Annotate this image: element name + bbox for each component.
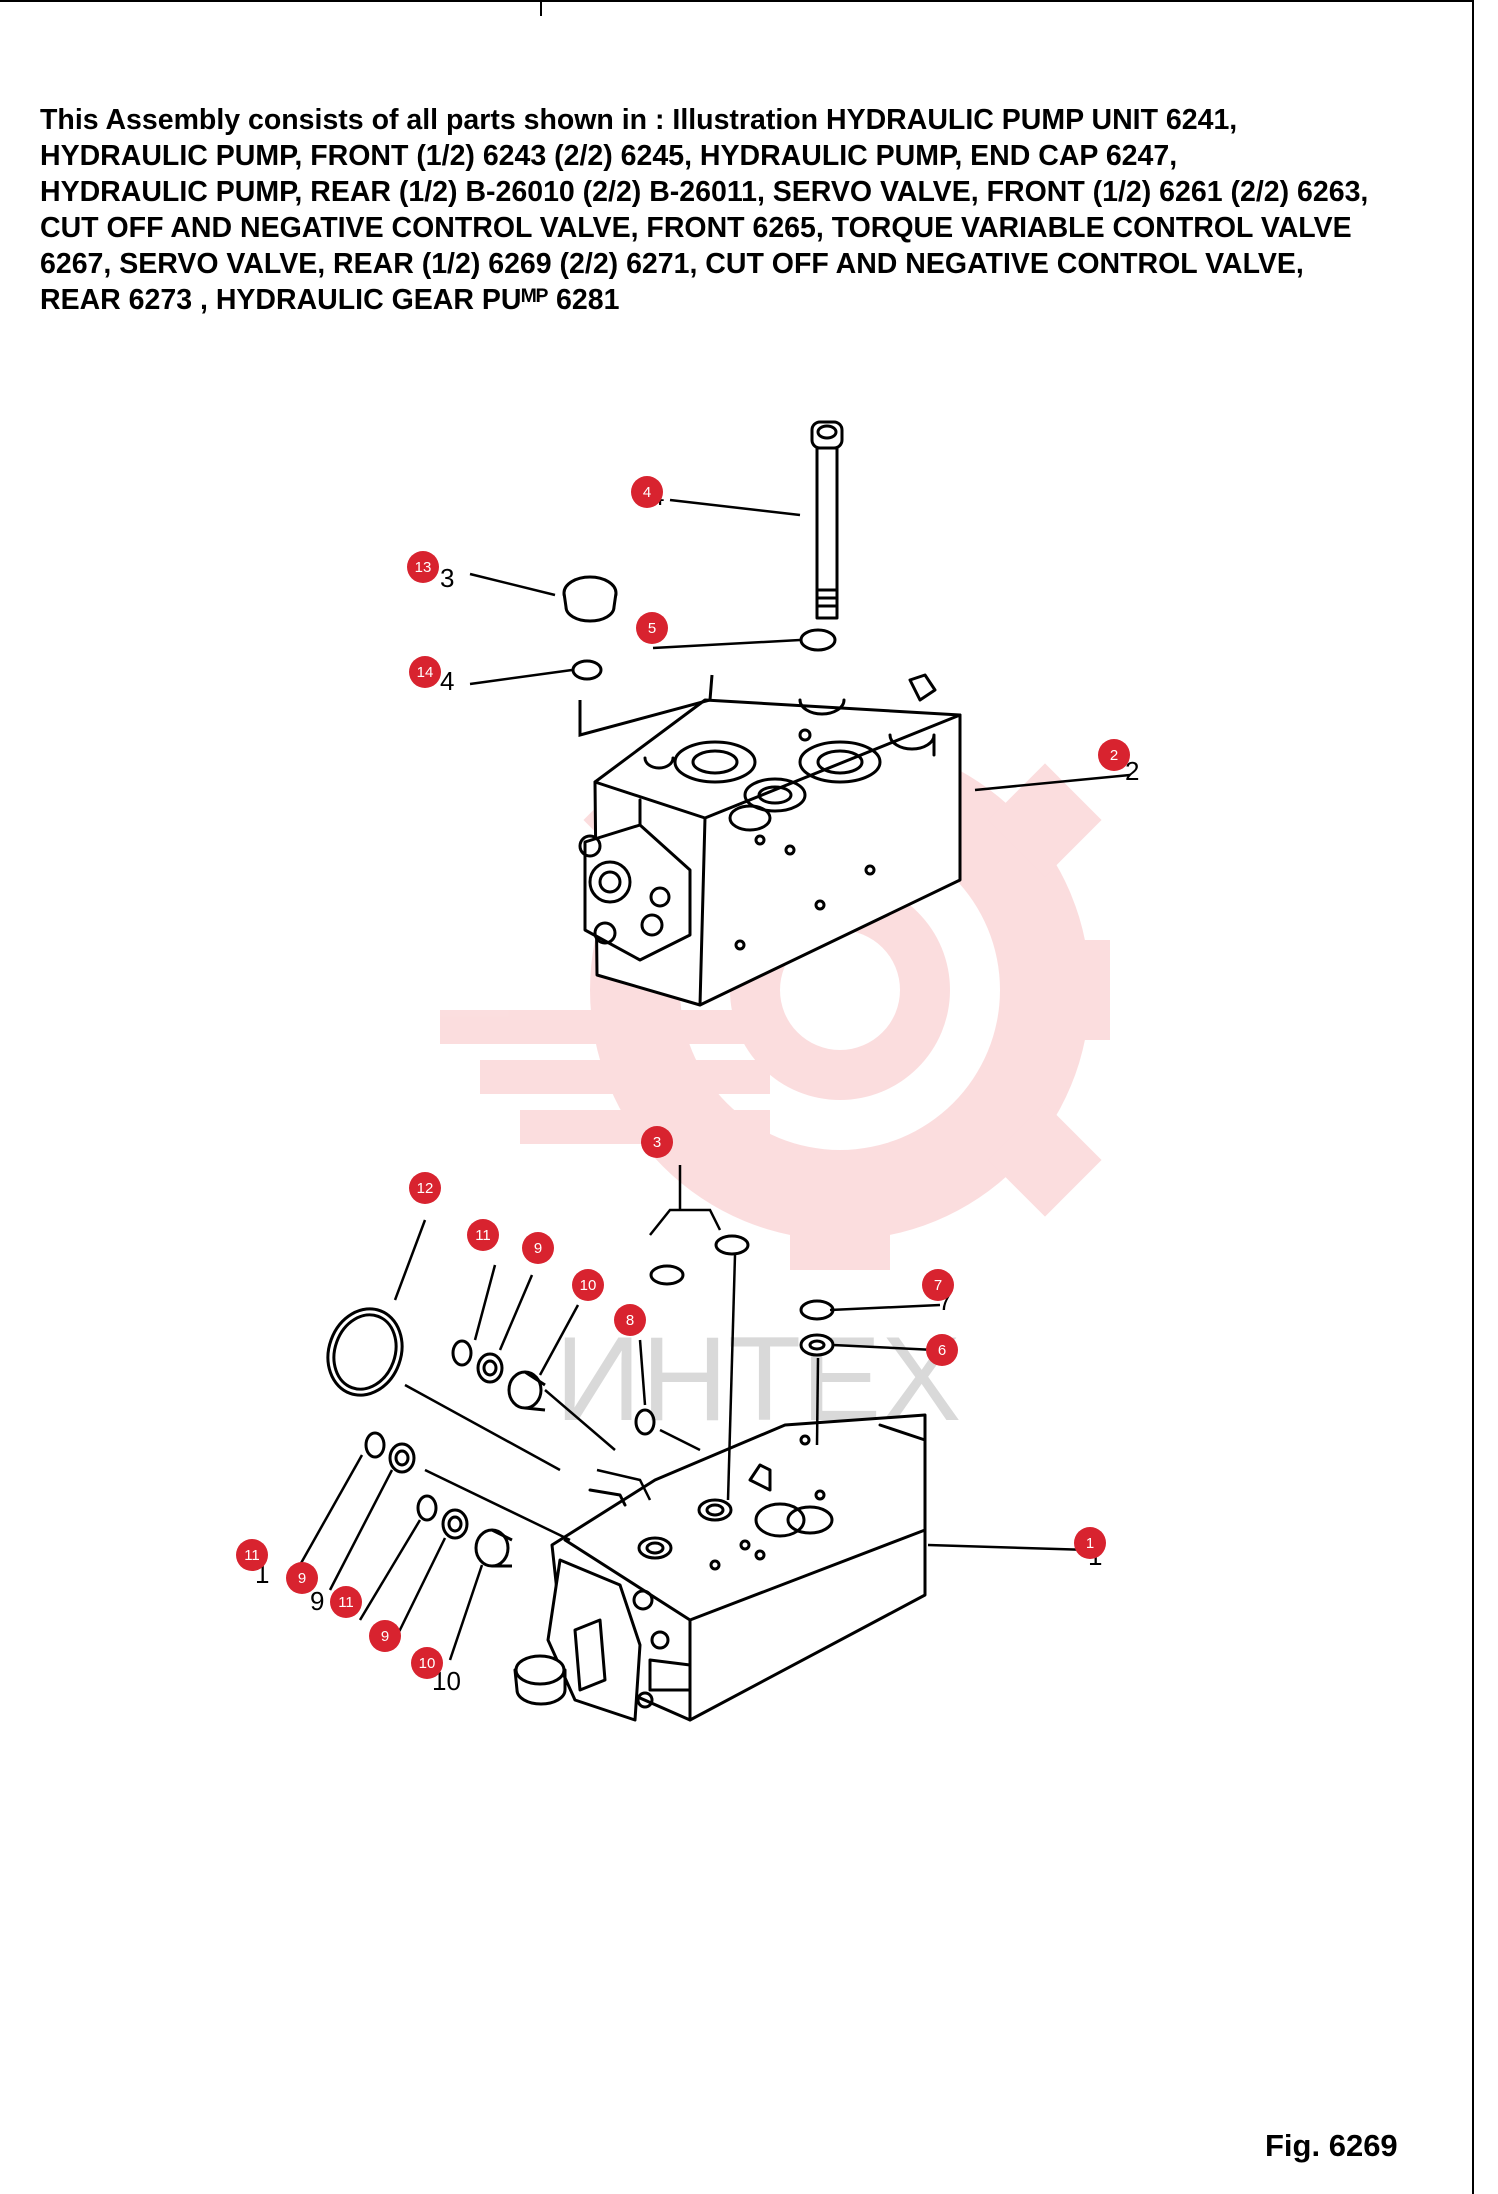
top-border (0, 0, 1472, 2)
callout-bubble (522, 1232, 554, 1264)
callout-bubble (286, 1562, 318, 1594)
callout-10: 10 (572, 1269, 604, 1301)
callout-bubble (411, 1647, 443, 1679)
callout-4: 4 (631, 476, 663, 508)
callout-bubble (236, 1539, 268, 1571)
callout-8: 8 (614, 1304, 646, 1336)
callout-12: 12 (409, 1172, 441, 1204)
callout-bubble (369, 1620, 401, 1652)
description-line-6: REAR 6273 , HYDRAULIC GEAR PUᴹᴾ 6281 (40, 284, 620, 316)
callout-bubble (641, 1126, 673, 1158)
lower-small-parts (326, 1234, 835, 1568)
callout-label: 11 (338, 1594, 354, 1611)
callout-bubble (614, 1304, 646, 1336)
svg-text:4: 4 (440, 666, 454, 696)
figure-label: Fig. 6269 (1265, 2128, 1398, 2163)
o-ring-14 (571, 659, 603, 681)
svg-text:2: 2 (1125, 756, 1139, 786)
callout-label: 14 (417, 664, 434, 681)
callout-label: 11 (244, 1547, 260, 1564)
callout-label: 5 (648, 620, 656, 637)
callout-2: 2 (1098, 739, 1130, 771)
callout-label: 2 (1110, 747, 1118, 764)
description-line-3: HYDRAULIC PUMP, REAR (1/2) B-26010 (2/2)… (40, 176, 1369, 208)
right-border (1472, 0, 1474, 2194)
lower-valve-block (513, 1413, 927, 1722)
callout-label: 1 (1086, 1535, 1094, 1552)
svg-text:3: 3 (440, 563, 454, 593)
description-line-4: CUT OFF AND NEGATIVE CONTROL VALVE, FRON… (40, 212, 1352, 244)
callout-label: 11 (475, 1227, 491, 1244)
callout-11: 11 (236, 1539, 268, 1571)
upper-valve-block (578, 673, 962, 1007)
callout-bubble (409, 656, 441, 688)
border-tick (540, 0, 542, 16)
callout-9: 9 (369, 1620, 401, 1652)
callout-bubble (631, 476, 663, 508)
callout-1: 1 (1074, 1527, 1106, 1559)
callout-label: 7 (934, 1277, 942, 1294)
callout-9: 9 (522, 1232, 554, 1264)
washer (799, 628, 837, 652)
callout-bubble (467, 1219, 499, 1251)
assembly-description: This Assembly consists of all parts show… (40, 102, 1460, 318)
callout-7: 7 (922, 1269, 954, 1301)
callout-bubble (1074, 1527, 1106, 1559)
callout-6: 6 (926, 1334, 958, 1366)
callout-label: 8 (626, 1312, 634, 1329)
plug (562, 575, 618, 623)
bracket-14 (578, 674, 714, 737)
callout-9: 9 (286, 1562, 318, 1594)
callout-11: 11 (330, 1586, 362, 1618)
callout-label: 9 (381, 1628, 389, 1645)
callout-13: 13 (407, 551, 439, 583)
callout-3: 3 (641, 1126, 673, 1158)
callout-label: 10 (419, 1655, 436, 1672)
description-line-2: HYDRAULIC PUMP, FRONT (1/2) 6243 (2/2) 6… (40, 140, 1178, 172)
callout-bubble (926, 1334, 958, 1366)
callout-bubble (409, 1172, 441, 1204)
callout-label: 13 (415, 559, 432, 576)
callout-10: 10 (411, 1647, 443, 1679)
callout-14: 14 (409, 656, 441, 688)
callout-label: 9 (298, 1570, 306, 1587)
callout-bubble (922, 1269, 954, 1301)
callout-bubble (407, 551, 439, 583)
callout-bubble (1098, 739, 1130, 771)
callout-label: 3 (653, 1134, 661, 1151)
callout-bubble (330, 1586, 362, 1618)
callout-label: 6 (938, 1342, 946, 1359)
description-line-5: 6267, SERVO VALVE, REAR (1/2) 6269 (2/2)… (40, 248, 1304, 280)
callout-label: 10 (580, 1277, 597, 1294)
callout-label: 4 (643, 484, 651, 501)
callout-bubble (572, 1269, 604, 1301)
leader-lines (298, 498, 1131, 1661)
svg-text:9: 9 (310, 1586, 324, 1616)
callout-11: 11 (467, 1219, 499, 1251)
callout-bubble (636, 612, 668, 644)
callout-label: 12 (417, 1180, 434, 1197)
callout-5: 5 (636, 612, 668, 644)
description-line-1: This Assembly consists of all parts show… (40, 104, 1238, 136)
callout-label: 9 (534, 1240, 542, 1257)
bolt (810, 420, 844, 620)
